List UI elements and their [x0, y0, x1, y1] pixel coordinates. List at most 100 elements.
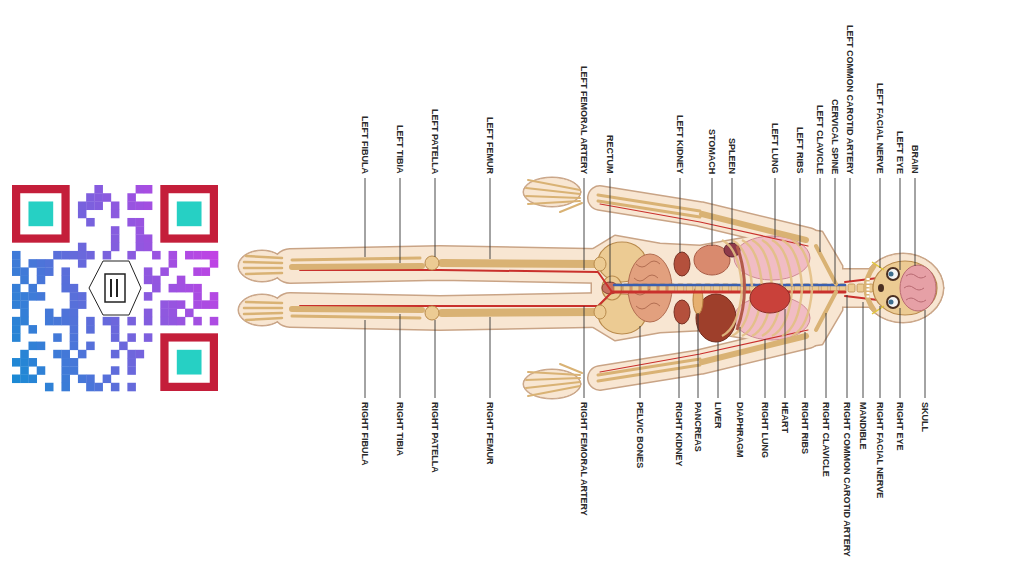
leader-line	[680, 178, 681, 253]
qr-module	[127, 317, 136, 326]
qr-module	[61, 284, 70, 293]
leader-line	[847, 295, 848, 398]
qr-module	[144, 333, 153, 342]
qr-module	[20, 300, 29, 309]
qr-module	[28, 375, 37, 384]
part-label: RECTUM	[605, 135, 615, 174]
qr-module	[127, 193, 136, 202]
qr-module	[61, 366, 70, 375]
qr-module	[144, 317, 153, 326]
qr-module	[53, 350, 62, 359]
qr-module	[103, 193, 112, 202]
qr-module	[127, 350, 136, 359]
qr-module	[45, 259, 54, 268]
intestines	[602, 254, 672, 322]
qr-module	[144, 185, 153, 194]
qr-module	[144, 276, 153, 285]
qr-module	[185, 309, 194, 318]
part-label: LIVER	[713, 402, 723, 429]
qr-module	[12, 259, 21, 268]
qr-module	[28, 325, 37, 334]
qr-module	[78, 292, 87, 301]
leader-line	[925, 310, 926, 398]
qr-module	[144, 309, 153, 318]
leader-line	[435, 320, 436, 398]
qr-module	[61, 276, 70, 285]
qr-module	[86, 383, 95, 392]
pelvis	[598, 242, 646, 334]
qr-module	[53, 317, 62, 326]
part-label: LEFT LUNG	[770, 123, 780, 174]
part-label: STOMACH	[707, 129, 717, 174]
leader-line	[775, 178, 776, 238]
qr-module	[193, 292, 202, 301]
qr-module	[12, 325, 21, 334]
leader-line	[805, 332, 806, 398]
qr-module	[70, 366, 79, 375]
qr-module	[202, 300, 211, 309]
qr-module	[169, 309, 178, 318]
vertebra	[848, 284, 855, 292]
qr-module	[61, 267, 70, 276]
qr-module	[111, 210, 120, 219]
rib	[722, 240, 742, 286]
qr-module	[86, 325, 95, 334]
part-label: PANCREAS	[693, 402, 703, 452]
qr-module	[70, 358, 79, 367]
qr-module	[185, 251, 194, 260]
leader-line	[740, 327, 741, 398]
leader-line	[712, 178, 713, 246]
qr-module	[127, 366, 136, 375]
qr-module	[152, 251, 161, 260]
leader-line	[610, 178, 611, 283]
qr-module	[70, 325, 79, 334]
qr-module	[37, 292, 46, 301]
part-label: RIGHT EYE	[895, 402, 905, 451]
qr-module	[193, 300, 202, 309]
qr-module	[111, 325, 120, 334]
qr-finder-frame	[12, 185, 70, 243]
vertebra	[857, 284, 864, 292]
leader-line	[915, 178, 916, 266]
qr-module	[210, 251, 219, 260]
qr-module	[169, 284, 178, 293]
qr-module	[12, 267, 21, 276]
qr-finder	[12, 185, 70, 243]
qr-module	[78, 243, 87, 252]
qr-module	[70, 292, 79, 301]
qr-module	[127, 218, 136, 227]
qr-module	[78, 251, 87, 260]
qr-module	[144, 243, 153, 252]
qr-module	[37, 366, 46, 375]
part-label: LEFT CLAVICLE	[815, 105, 825, 174]
qr-module	[169, 251, 178, 260]
skin-fill	[240, 179, 943, 398]
qr-module	[193, 284, 202, 293]
qr-module	[61, 317, 70, 326]
qr-module	[12, 292, 21, 301]
part-label: RIGHT CLAVICLE	[821, 402, 831, 477]
part-label: RIGHT RIBS	[800, 402, 810, 454]
part-label: RIGHT TIBIA	[395, 402, 405, 456]
qr-module	[20, 317, 29, 326]
part-label: LEFT FIBULA	[360, 116, 370, 174]
qr-module	[12, 358, 21, 367]
qr-module	[20, 292, 29, 301]
qr-module	[103, 375, 112, 384]
qr-module	[78, 259, 87, 268]
part-label: LEFT EYE	[895, 131, 905, 174]
qr-module	[193, 267, 202, 276]
diaphragm	[737, 246, 745, 330]
qr-module	[136, 350, 145, 359]
qr-logo-mark	[111, 279, 117, 297]
leader-line	[900, 178, 901, 270]
part-label: RIGHT COMMON CAROTID ARTERY	[842, 402, 852, 557]
qr-module	[61, 251, 70, 260]
qr-module	[12, 284, 21, 293]
leader-line	[490, 178, 491, 259]
leader-line	[850, 178, 851, 281]
qr-module	[28, 292, 37, 301]
qr-module	[78, 375, 87, 384]
qr-module	[193, 251, 202, 260]
